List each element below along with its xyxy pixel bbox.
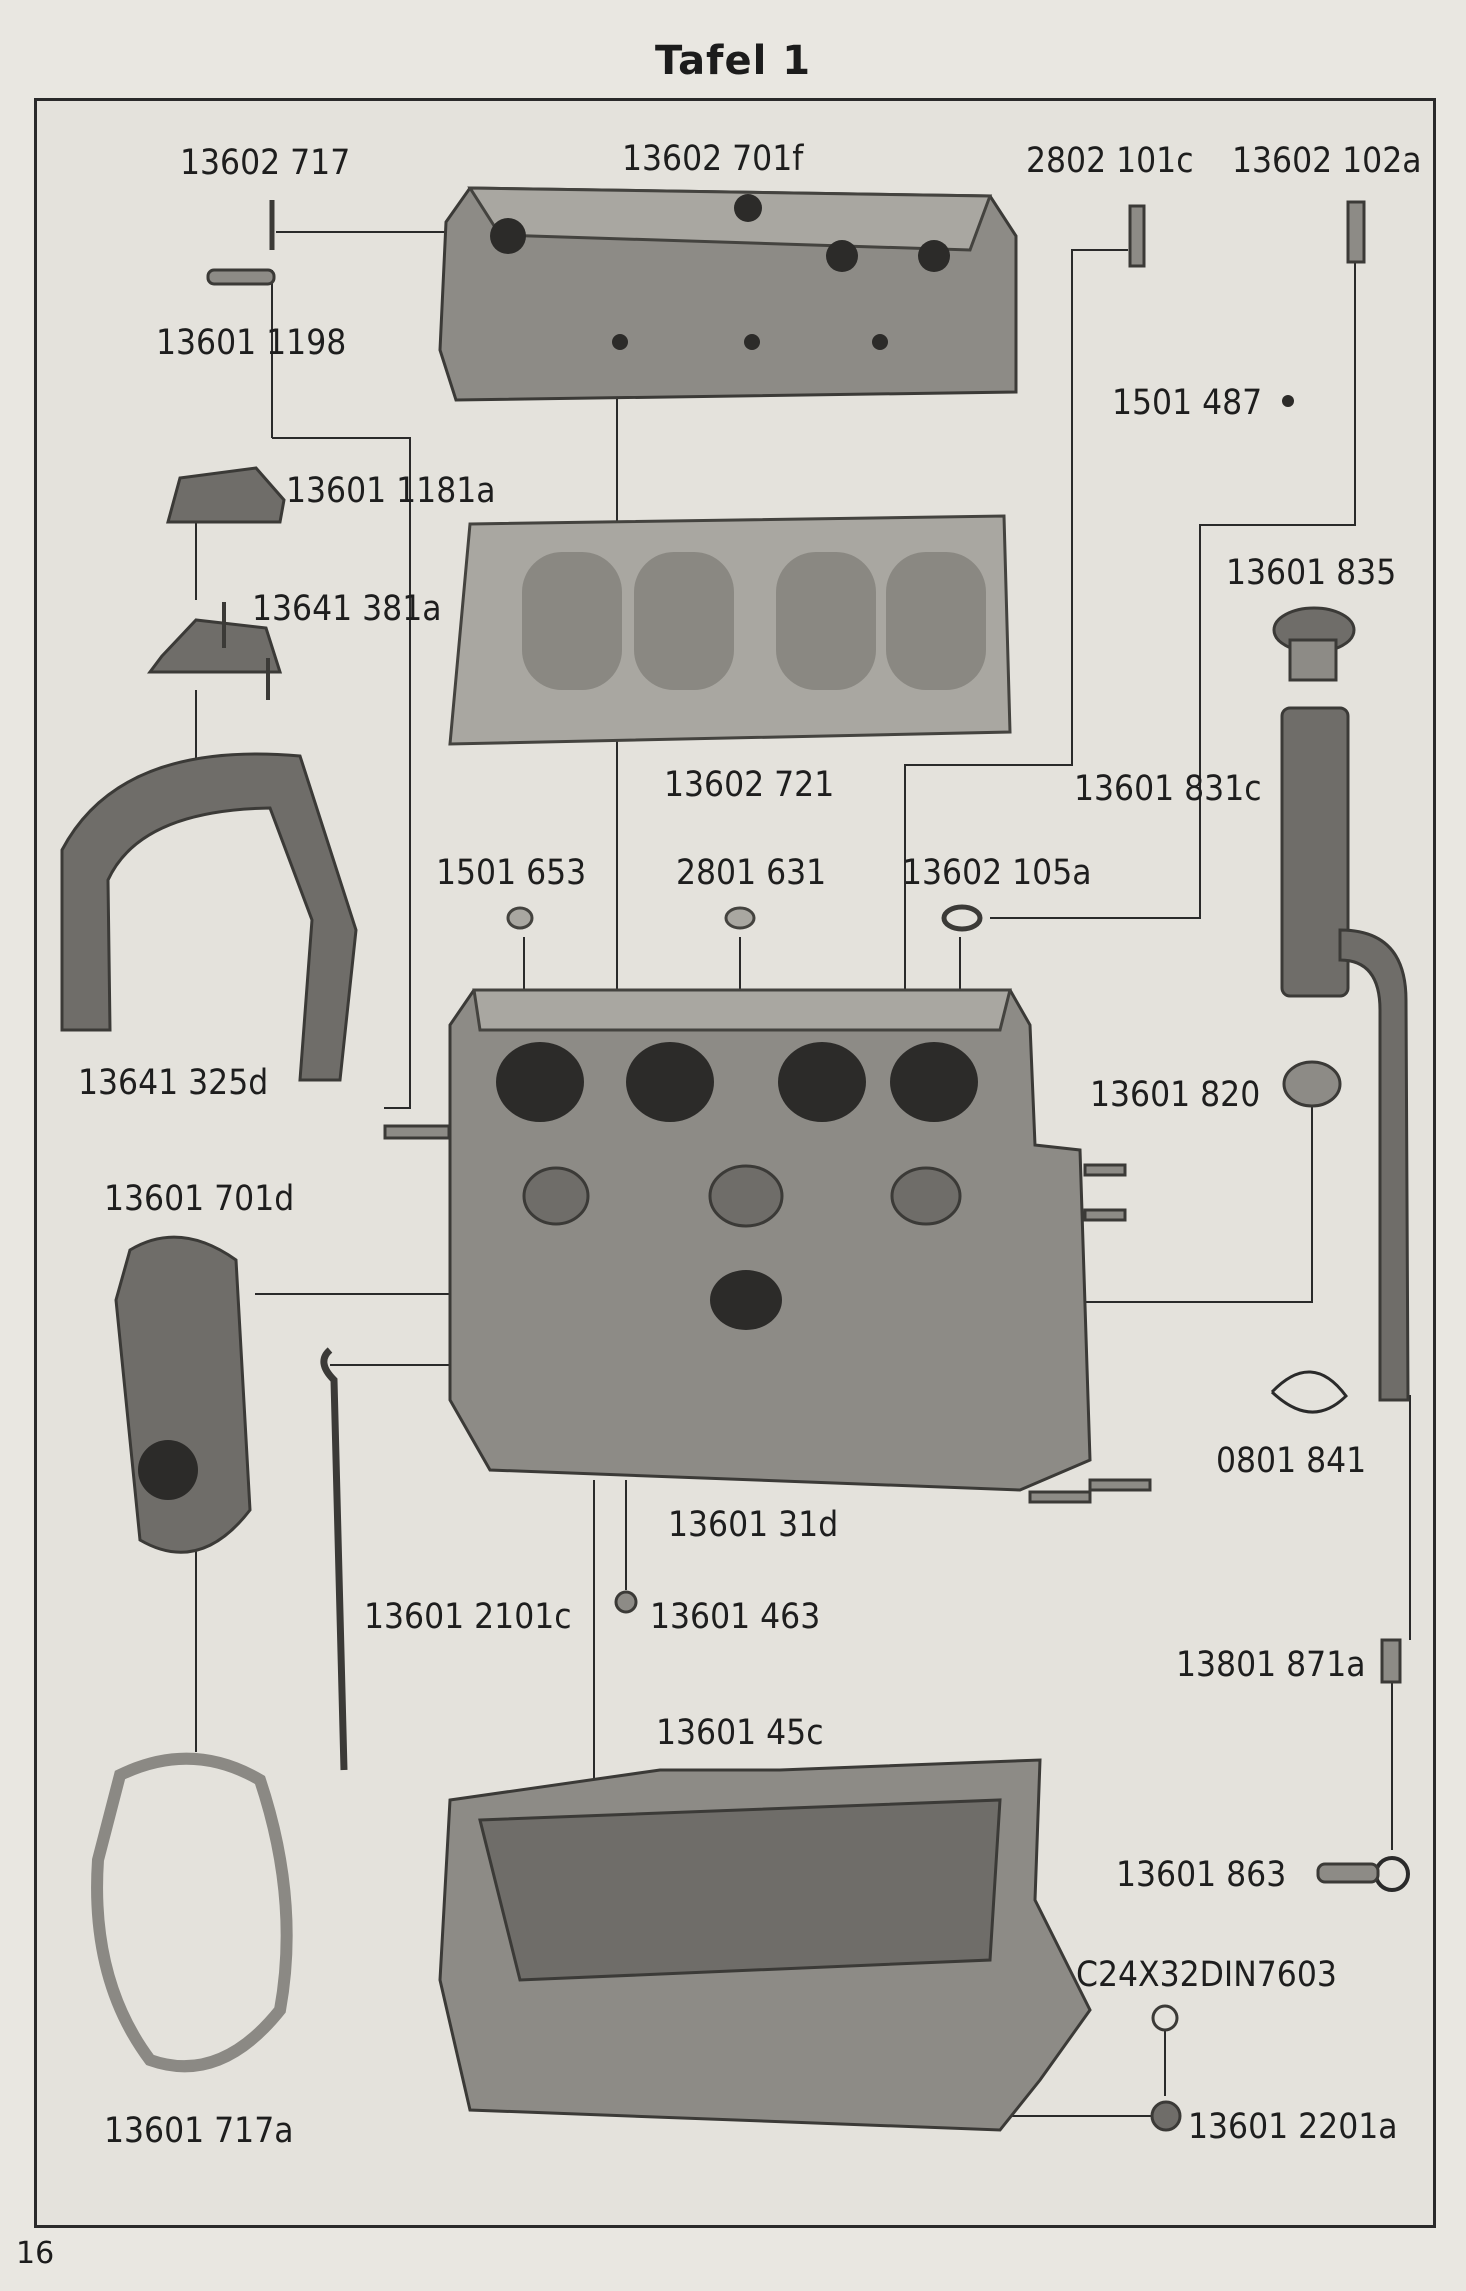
label-filler-cap: 13601 835: [1226, 553, 1396, 593]
leader-pin-101c: [904, 249, 1128, 1010]
dipstick-part: [320, 1347, 638, 1771]
label-mount-upper: 13601 1181a: [286, 471, 496, 511]
leader-cup-block: [1070, 1085, 1313, 1303]
pin-101c-part: [1128, 204, 1146, 268]
label-ring-105a: 13602 105a: [902, 853, 1092, 893]
filler-tube-part: [1280, 706, 1350, 998]
plug-653-part: [506, 906, 534, 930]
label-cup-820: 13601 820: [1090, 1075, 1260, 1115]
pin-102a-part: [1346, 200, 1366, 264]
label-plug-631: 2801 631: [676, 853, 826, 893]
bracket-part: [60, 752, 358, 1082]
clamp-863-part: [1374, 1856, 1410, 1892]
label-gasket-head: 13602 721: [664, 765, 834, 805]
label-block: 13601 31d: [668, 1505, 838, 1545]
label-oil-pan: 13601 45c: [656, 1713, 824, 1753]
plate-title: Tafel 1: [654, 38, 812, 84]
head-gasket: [448, 514, 1012, 746]
plug-631-part: [724, 906, 756, 930]
label-clip-841: 0801 841: [1216, 1441, 1366, 1481]
label-cover-front: 13601 701d: [104, 1179, 294, 1219]
leader-stud-to-block: [272, 437, 411, 1109]
leader-pin-102a: [990, 262, 1356, 919]
ring-105a-part: [941, 904, 983, 932]
block-plugs: [506, 904, 983, 932]
label-pin-102a: 13602 102a: [1232, 141, 1422, 181]
label-stud: 13601 1198: [156, 323, 346, 363]
filler-assembly: [1270, 606, 1410, 1892]
cylinder-head: [438, 186, 1018, 402]
label-nut-487: 1501 487: [1112, 383, 1262, 423]
label-plug-463: 13601 463: [650, 1597, 820, 1637]
label-washer-din: C24X32DIN7603: [1076, 1955, 1337, 1995]
drain-plug-part: [1150, 2100, 1182, 2132]
label-plug-653: 1501 653: [436, 853, 586, 893]
label-gasket-front: 13601 717a: [104, 2111, 294, 2151]
plug-463-part: [614, 1590, 638, 1614]
cup-820-part: [1282, 1060, 1342, 1108]
label-sleeve-871a: 13801 871a: [1176, 1645, 1366, 1685]
nut-487-part: [1282, 395, 1294, 407]
oil-pan-part: [438, 1758, 1182, 2132]
front-gasket: [91, 1752, 293, 2073]
label-mount-lower: 13641 381a: [252, 589, 442, 629]
label-drain-plug: 13601 2201a: [1188, 2107, 1398, 2147]
sleeve-871a-part: [1380, 1638, 1402, 1684]
label-filler-tube: 13601 831c: [1074, 769, 1262, 809]
label-dipstick: 13601 2101c: [364, 1597, 572, 1637]
clip-841-part: [1270, 1370, 1348, 1414]
stud-part: [206, 268, 276, 286]
engine-block: [383, 988, 1152, 1504]
label-head: 13602 701f: [622, 139, 804, 179]
label-bracket: 13641 325d: [78, 1063, 268, 1103]
front-cover: [114, 1235, 252, 1554]
page-number: 16: [16, 2236, 55, 2271]
label-clamp-863: 13601 863: [1116, 1855, 1286, 1895]
part-labels: 13602 717 13602 701f 2802 101c 13602 102…: [78, 139, 1422, 2151]
label-hd-bolt: 13602 717: [180, 143, 350, 183]
washer-din-part: [1151, 2004, 1179, 2032]
small-hardware: [206, 200, 1366, 407]
engine-mount: [147, 466, 286, 700]
label-pin-101c: 2802 101c: [1026, 141, 1194, 181]
